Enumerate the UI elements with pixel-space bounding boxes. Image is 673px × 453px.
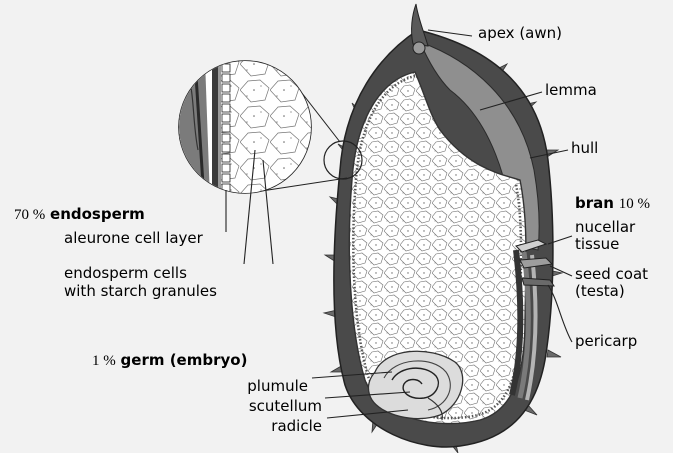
bran-name: bran [575,194,614,212]
label-lemma: lemma [545,82,597,99]
label-hull: hull [571,140,598,157]
endosperm-percent: 70 % [14,207,45,223]
label-seedcoat-line2: (testa) [575,283,625,300]
label-endosperm-cells-line1: endosperm cells [64,265,187,282]
label-scutellum: scutellum [200,398,322,415]
label-seedcoat-line1: seed coat [575,266,648,283]
label-pericarp: pericarp [575,333,637,350]
label-germ: 1 % germ (embryo) [92,352,247,370]
label-aleurone: aleurone cell layer [64,230,203,247]
germ-embryo [368,351,462,420]
bran-percent: 10 % [619,196,650,212]
label-bran: bran 10 % [575,195,650,213]
germ-name: germ (embryo) [121,351,248,369]
label-nucellar-line1: nucellar [575,219,635,236]
apex-awn [412,4,428,46]
label-plumule: plumule [200,378,308,395]
label-endosperm: 70 % endosperm [14,206,145,224]
label-apex: apex (awn) [478,25,562,42]
label-radicle: radicle [200,418,322,435]
germ-percent: 1 % [92,353,116,369]
label-nucellar-line2: tissue [575,236,619,253]
endosperm-name: endosperm [50,205,145,223]
label-endosperm-cells-line2: with starch granules [64,283,217,300]
zoom-detail [178,60,318,200]
